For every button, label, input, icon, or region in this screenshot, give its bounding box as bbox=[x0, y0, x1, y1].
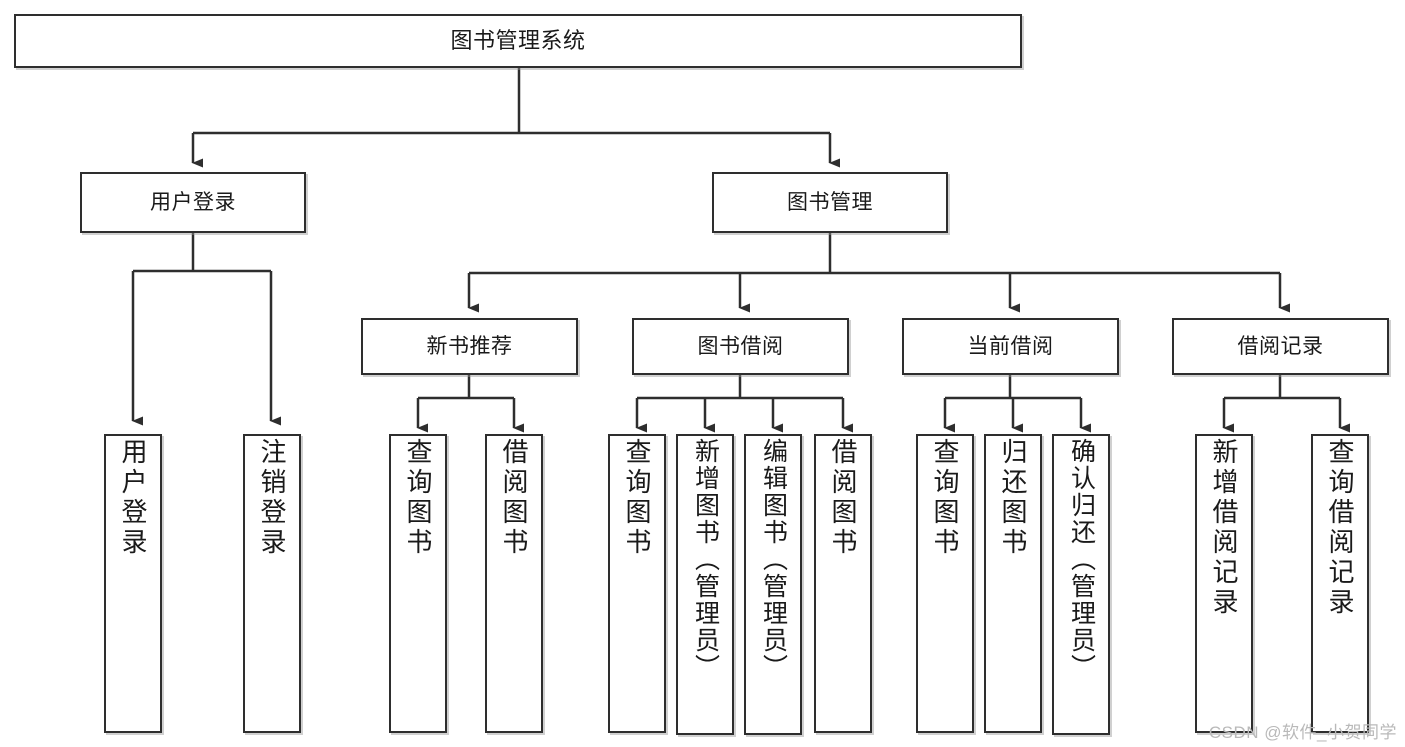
leaf-query-borrow-record[interactable]: 查询借阅记录 bbox=[1311, 434, 1369, 733]
node-root-system[interactable]: 图书管理系统 bbox=[14, 14, 1022, 68]
node-user-login[interactable]: 用户登录 bbox=[80, 172, 306, 233]
leaf-user-login[interactable]: 用户登录 bbox=[104, 434, 162, 733]
node-book-management[interactable]: 图书管理 bbox=[712, 172, 948, 233]
node-borrow-record[interactable]: 借阅记录 bbox=[1172, 318, 1389, 375]
leaf-confirm-return-admin[interactable]: 确认归还（管理员） bbox=[1052, 434, 1110, 735]
node-label: 新增图书（管理员） bbox=[691, 438, 720, 681]
leaf-query-book-borrow[interactable]: 查询图书 bbox=[608, 434, 666, 733]
leaf-return-book[interactable]: 归还图书 bbox=[984, 434, 1042, 733]
node-label: 借阅图书 bbox=[828, 438, 858, 558]
node-label: 用户登录 bbox=[150, 190, 236, 214]
node-label: 查询借阅记录 bbox=[1325, 438, 1355, 618]
node-book-borrow[interactable]: 图书借阅 bbox=[632, 318, 849, 375]
leaf-query-book-recommend[interactable]: 查询图书 bbox=[389, 434, 447, 733]
node-label: 新增借阅记录 bbox=[1209, 438, 1239, 618]
leaf-query-book-current[interactable]: 查询图书 bbox=[916, 434, 974, 733]
leaf-logout[interactable]: 注销登录 bbox=[243, 434, 301, 733]
node-label: 借阅图书 bbox=[499, 438, 529, 558]
leaf-edit-book-admin[interactable]: 编辑图书（管理员） bbox=[744, 434, 802, 735]
node-label: 图书管理 bbox=[787, 190, 873, 214]
node-label: 归还图书 bbox=[998, 438, 1028, 558]
leaf-add-book-admin[interactable]: 新增图书（管理员） bbox=[676, 434, 734, 735]
node-label: 当前借阅 bbox=[967, 334, 1054, 358]
node-current-borrow[interactable]: 当前借阅 bbox=[902, 318, 1119, 375]
node-new-book-recommend[interactable]: 新书推荐 bbox=[361, 318, 578, 375]
node-label: 新书推荐 bbox=[426, 334, 513, 358]
node-label: 查询图书 bbox=[622, 438, 652, 558]
node-label: 查询图书 bbox=[403, 438, 433, 558]
node-label: 注销登录 bbox=[257, 438, 287, 558]
node-label: 借阅记录 bbox=[1237, 334, 1324, 358]
node-label: 用户登录 bbox=[118, 438, 148, 558]
node-label: 编辑图书（管理员） bbox=[759, 438, 788, 681]
node-label: 图书管理系统 bbox=[450, 27, 586, 53]
leaf-add-borrow-record[interactable]: 新增借阅记录 bbox=[1195, 434, 1253, 733]
node-label: 查询图书 bbox=[930, 438, 960, 558]
node-label: 确认归还（管理员） bbox=[1067, 438, 1096, 681]
node-label: 图书借阅 bbox=[697, 334, 784, 358]
watermark: CSDN @软件_小贺同学 bbox=[1208, 723, 1397, 742]
leaf-borrow-book-recommend[interactable]: 借阅图书 bbox=[485, 434, 543, 733]
leaf-borrow-book[interactable]: 借阅图书 bbox=[814, 434, 872, 733]
